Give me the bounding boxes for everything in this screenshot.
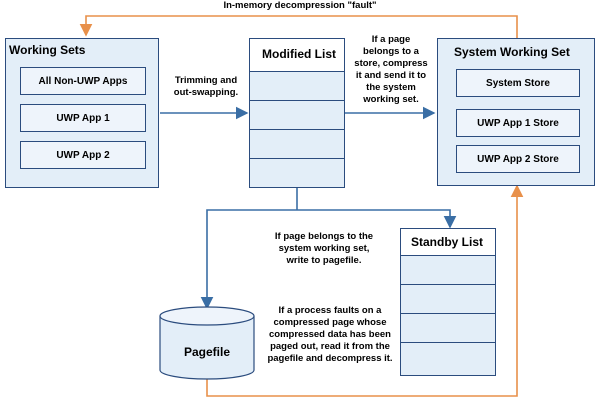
top-label: In-memory decompression "fault" — [223, 0, 377, 11]
standby-list-box: Standby List — [400, 228, 496, 376]
working-sets-title: Working Sets — [9, 43, 86, 57]
to-standby-arrow — [297, 209, 457, 229]
system-store-item: System Store — [456, 69, 580, 97]
modified-list-slot — [249, 129, 345, 159]
pagefile-decompress-arrow — [206, 184, 524, 397]
working-set-item: UWP App 2 — [20, 141, 146, 169]
standby-list-slot — [400, 313, 496, 343]
standby-list-slot — [400, 255, 496, 285]
pagefile-label: Pagefile — [183, 345, 231, 359]
modified-list-slot — [249, 71, 345, 101]
system-working-set-box: System Working Set System Store UWP App … — [437, 38, 595, 186]
working-set-item: All Non-UWP Apps — [20, 67, 146, 95]
modified-list-slot — [249, 158, 345, 188]
working-set-item: UWP App 1 — [20, 104, 146, 132]
pagefile-cylinder — [159, 306, 255, 380]
system-working-set-title: System Working Set — [454, 45, 570, 59]
standby-list-slot — [400, 342, 496, 376]
standby-list-slot — [400, 284, 496, 314]
system-store-item: UWP App 1 Store — [456, 109, 580, 137]
to-pagefile-arrow — [200, 209, 297, 310]
modified-list-title: Modified List — [262, 47, 336, 61]
system-store-item: UWP App 2 Store — [456, 145, 580, 173]
modified-list-box: Modified List — [249, 38, 345, 188]
modified-list-slot — [249, 100, 345, 130]
working-sets-box: Working Sets All Non-UWP Apps UWP App 1 … — [5, 38, 159, 188]
standby-list-title: Standby List — [411, 235, 484, 249]
in-memory-fault-arrow — [79, 15, 518, 38]
